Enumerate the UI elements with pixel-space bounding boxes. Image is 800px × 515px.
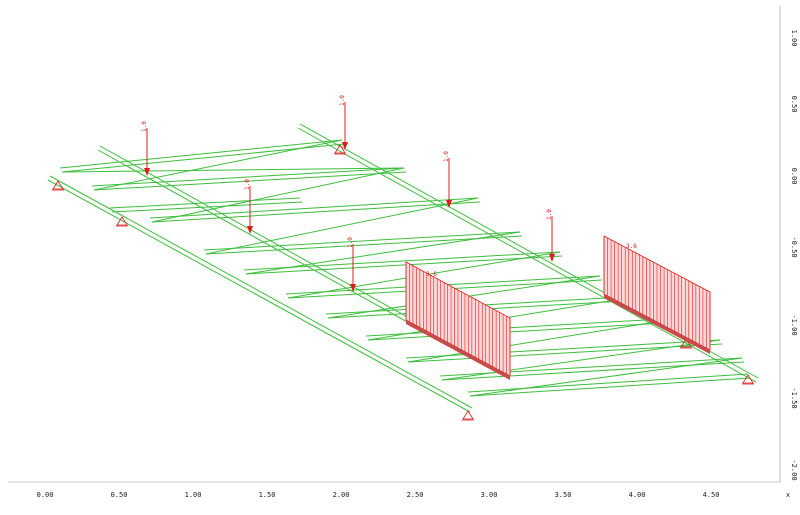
point-load-label: 1.0 <box>141 121 148 132</box>
support-pin <box>334 144 346 155</box>
point-load-arrow: 1.0 <box>141 121 150 176</box>
point-load-label: 1.0 <box>244 179 251 190</box>
support-pin <box>116 216 128 227</box>
y-tick-label: -2.00 <box>790 459 798 480</box>
x-tick-label: 2.00 <box>333 491 350 499</box>
diagonal-bracing <box>61 139 743 397</box>
point-loads: 1.0 1.0 1.0 1.0 1.0 1.0 <box>141 95 555 292</box>
support-pin <box>742 374 754 385</box>
y-tick-label: -1.00 <box>790 314 798 335</box>
point-load-arrow: 1.0 <box>443 151 452 208</box>
x-tick-label: 3.00 <box>481 491 498 499</box>
beam-left <box>47 175 473 413</box>
point-load-arrow: 1.0 <box>546 209 555 262</box>
structure-members <box>47 123 759 413</box>
support-pin <box>680 338 692 349</box>
distributed-load-right: 3.6 <box>603 235 711 354</box>
x-tick-label: 4.50 <box>703 491 720 499</box>
y-tick-label: 1.00 <box>790 30 798 47</box>
x-axis-label: x <box>786 491 790 499</box>
x-tick-label: 4.00 <box>629 491 646 499</box>
x-tick-label: 1.50 <box>259 491 276 499</box>
point-load-label: 1.0 <box>443 151 450 162</box>
x-tick-labels: 0.00 0.50 1.00 1.50 2.00 2.50 3.00 3.50 … <box>37 491 791 499</box>
point-load-arrow: 1.0 <box>347 237 356 292</box>
distributed-load-left: 3.6 <box>405 261 511 380</box>
x-tick-label: 2.50 <box>407 491 424 499</box>
support-pin <box>52 180 64 191</box>
y-tick-label: -0.50 <box>790 236 798 257</box>
x-tick-label: 1.00 <box>185 491 202 499</box>
distributed-load-label: 3.6 <box>426 271 437 278</box>
point-load-label: 1.0 <box>546 209 553 220</box>
x-tick-label: 0.50 <box>111 491 128 499</box>
supports <box>52 144 754 421</box>
point-load-label: 1.0 <box>339 95 346 106</box>
y-tick-label: 0.50 <box>790 96 798 113</box>
transverse-members <box>59 139 751 397</box>
point-load-label: 1.0 <box>347 237 354 248</box>
distributed-load-label: 3.6 <box>626 243 637 250</box>
y-tick-label: -1.50 <box>790 387 798 408</box>
y-tick-label: 0.00 <box>790 168 798 185</box>
point-load-arrow: 1.0 <box>244 179 253 234</box>
x-tick-label: 0.00 <box>37 491 54 499</box>
point-load-arrow: 1.0 <box>339 95 348 150</box>
y-tick-labels: 1.00 0.50 0.00 -0.50 -1.00 -1.50 -2.00 <box>790 30 798 481</box>
support-pin <box>462 410 474 421</box>
x-tick-label: 3.50 <box>555 491 572 499</box>
